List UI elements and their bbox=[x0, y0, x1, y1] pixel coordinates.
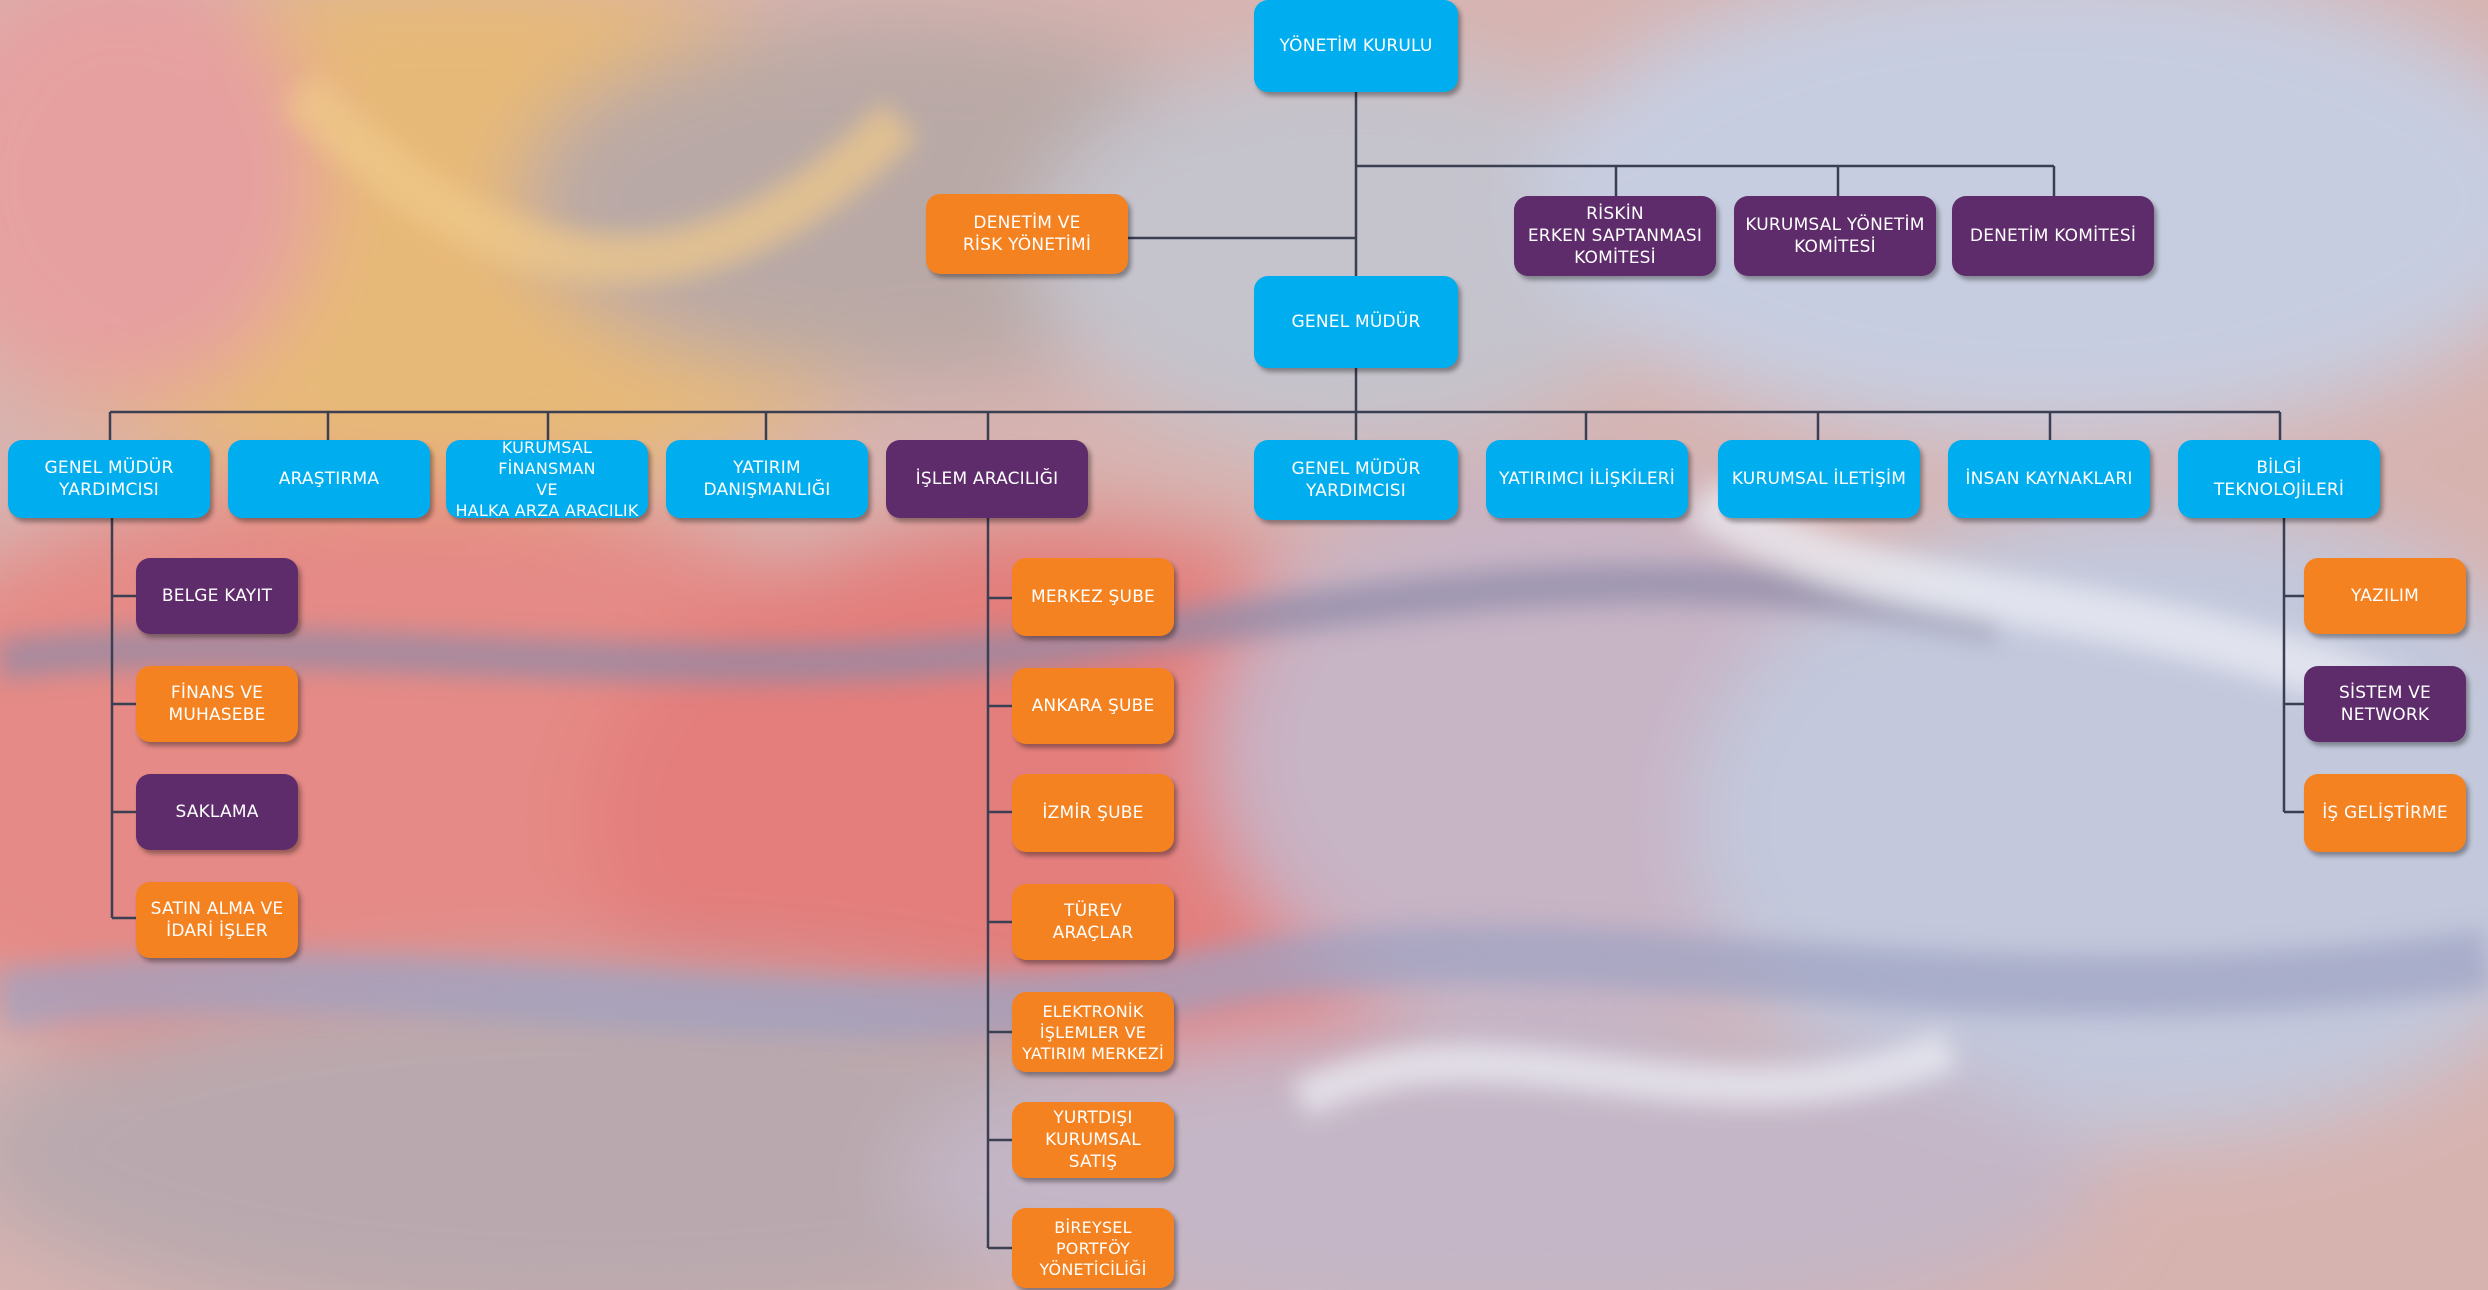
deputy-gm-1-node: GENEL MÜDÜR YARDIMCISI bbox=[8, 440, 210, 518]
system-network-node: SİSTEM VE NETWORK bbox=[2304, 666, 2466, 742]
software-node: YAZILIM bbox=[2304, 558, 2466, 634]
corporate-finance-node: KURUMSAL FİNANSMAN VE HALKA ARZA ARACILI… bbox=[446, 438, 648, 520]
governance-committee-node: KURUMSAL YÖNETİM KOMİTESİ bbox=[1734, 196, 1936, 276]
custody-node: SAKLAMA bbox=[136, 774, 298, 850]
business-development-node: İŞ GELİŞTİRME bbox=[2304, 774, 2466, 852]
early-risk-committee-node: RİSKİN ERKEN SAPTANMASI KOMİTESİ bbox=[1514, 196, 1716, 276]
corporate-communication-node: KURUMSAL İLETİŞİM bbox=[1718, 440, 1920, 518]
investment-advisory-node: YATIRIM DANIŞMANLIĞI bbox=[666, 440, 868, 518]
research-node: ARAŞTIRMA bbox=[228, 440, 430, 518]
deputy-gm-2-node: GENEL MÜDÜR YARDIMCISI bbox=[1254, 440, 1458, 520]
audit-risk-node: DENETİM VE RİSK YÖNETİMİ bbox=[926, 194, 1128, 274]
head-branch-node: MERKEZ ŞUBE bbox=[1012, 558, 1174, 636]
foreign-sales-node: YURTDIŞI KURUMSAL SATIŞ bbox=[1012, 1102, 1174, 1178]
derivatives-node: TÜREV ARAÇLAR bbox=[1012, 884, 1174, 960]
investor-relations-node: YATIRIMCI İLİŞKİLERİ bbox=[1486, 440, 1688, 518]
izmir-branch-node: İZMİR ŞUBE bbox=[1012, 774, 1174, 852]
portfolio-managers-node: BİREYSEL PORTFÖY YÖNETİCİLİĞİ bbox=[1012, 1208, 1174, 1288]
brokerage-node: İŞLEM ARACILIĞI bbox=[886, 440, 1088, 518]
finance-accounting-node: FİNANS VE MUHASEBE bbox=[136, 666, 298, 742]
board-node: YÖNETİM KURULU bbox=[1254, 0, 1458, 92]
it-node: BİLGİ TEKNOLOJİLERİ bbox=[2178, 440, 2380, 518]
electronic-trading-node: ELEKTRONİK İŞLEMLER VE YATIRIM MERKEZİ bbox=[1012, 992, 1174, 1072]
document-registry-node: BELGE KAYIT bbox=[136, 558, 298, 634]
human-resources-node: İNSAN KAYNAKLARI bbox=[1948, 440, 2150, 518]
general-manager-node: GENEL MÜDÜR bbox=[1254, 276, 1458, 368]
ankara-branch-node: ANKARA ŞUBE bbox=[1012, 668, 1174, 744]
procurement-node: SATIN ALMA VE İDARİ İŞLER bbox=[136, 882, 298, 958]
audit-committee-node: DENETİM KOMİTESİ bbox=[1952, 196, 2154, 276]
